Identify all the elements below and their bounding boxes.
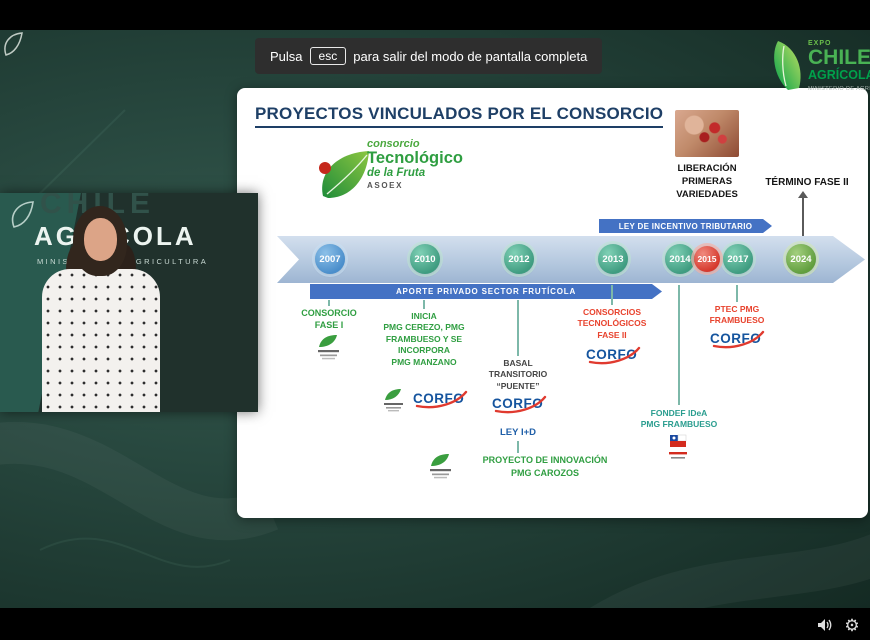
up-arrow-icon <box>798 191 808 198</box>
presentation-slide: PROYECTOS VINCULADOS POR EL CONSORCIO co… <box>237 88 868 518</box>
video-area: Pulsa esc para salir del modo de pantall… <box>0 30 870 608</box>
connector-line <box>517 441 519 453</box>
letterbox-top <box>0 0 870 30</box>
timeline-label-2007: CONSORCIO FASE I <box>301 308 357 331</box>
volume-button[interactable] <box>816 616 834 634</box>
esc-key-badge: esc <box>309 47 347 65</box>
fia-logo <box>430 454 451 479</box>
corfo-logo: CORFO <box>586 346 641 365</box>
liberacion-caption: LIBERACIÓN PRIMERAS VARIEDADES <box>676 163 738 200</box>
timeline-label-2012: BASAL TRANSITORIO “PUENTE” <box>488 358 548 391</box>
fia-logo <box>318 335 339 360</box>
ley-id-label: LEY I+D <box>500 427 536 438</box>
year-marker-2015: 2015 <box>694 246 720 272</box>
corfo-logo: CORFO <box>710 330 765 349</box>
year-marker-2007: 2007 <box>315 244 345 274</box>
connector-line <box>517 300 519 356</box>
toast-suffix: para salir del modo de pantalla completa <box>353 48 588 64</box>
year-marker-2010: 2010 <box>410 244 440 274</box>
fia-logo <box>384 389 403 412</box>
presenter-webcam: CHILE AGRÍCOLA MINISTERIO DE AGRICULTURA <box>0 193 258 412</box>
year-marker-2013: 2013 <box>598 244 628 274</box>
tecnologico-word: Tecnológico <box>367 149 463 167</box>
slide-title: PROYECTOS VINCULADOS POR EL CONSORCIO <box>255 104 664 128</box>
speaker-icon <box>818 619 832 631</box>
connector-line <box>678 285 680 405</box>
leaf-icon <box>319 151 369 198</box>
leaf-outline-icon <box>11 201 34 228</box>
expo-chile-agricola-logo: EXPO CHILE AGRÍCOLA MINISTERIO DE AGRICU… <box>768 30 870 134</box>
expo-leaf-icon <box>774 41 801 90</box>
year-marker-2024: 2024 <box>786 244 816 274</box>
year-marker-2017: 2017 <box>723 244 753 274</box>
expo-word: EXPO <box>808 40 832 47</box>
connector-line <box>736 285 738 302</box>
consorcio-tecnologico-logo: consorcio Tecnológico de la Fruta ASOEX <box>315 138 485 208</box>
asoex-word: ASOEX <box>367 181 404 191</box>
timeline-label-2017: PTEC PMG FRAMBUESO <box>709 304 765 326</box>
presenter-face <box>84 218 117 261</box>
toast-prefix: Pulsa <box>270 48 303 64</box>
gear-icon: ⚙ <box>844 615 860 635</box>
timeline-arrow-band <box>277 236 865 283</box>
termino-connector-line <box>802 197 804 237</box>
settings-button[interactable]: ⚙ <box>843 616 861 634</box>
year-marker-2012: 2012 <box>504 244 534 274</box>
termino-fase2-label: TÉRMINO FASE II <box>765 177 849 188</box>
berries-hands-photo <box>675 110 739 157</box>
delafruta-word: de la Fruta <box>367 167 426 180</box>
year-marker-2014: 2014 <box>665 244 695 274</box>
timeline-label-2013: CONSORCIOS TECNOLÓGICOS FASE II <box>577 307 647 340</box>
expo-agricola-word: AGRÍCOLA <box>808 68 870 82</box>
berry-icon <box>319 162 331 174</box>
fullscreen-esc-toast: Pulsa esc para salir del modo de pantall… <box>255 38 603 74</box>
proyecto-innovacion-row: PROYECTO DE INNOVACIÓN PMG CAROZOS <box>427 452 629 482</box>
chile-flag-logo <box>669 434 687 459</box>
expo-chile-word: CHILE <box>808 46 870 69</box>
consorcio-word: consorcio <box>367 138 420 150</box>
corner-leaf-icon <box>4 32 23 56</box>
corfo-logo: CORFO <box>492 395 547 414</box>
presenter-blouse <box>42 269 160 412</box>
corfo-logo: CORFO <box>413 390 468 409</box>
connector-line <box>611 285 613 305</box>
proyecto-innovacion-label: PROYECTO DE INNOVACIÓN PMG CAROZOS <box>482 455 608 478</box>
expo-ministerio-word: MINISTERIO DE AGRICULTURA <box>808 86 870 92</box>
aporte-privado-banner: APORTE PRIVADO SECTOR FRUTÍCOLA <box>310 284 662 299</box>
ley-incentivo-banner: LEY DE INCENTIVO TRIBUTARIO <box>599 219 772 233</box>
connector-line <box>423 300 425 309</box>
connector-line <box>328 300 330 306</box>
player-control-bar: ⚙ <box>0 608 870 640</box>
timeline-label-2010: INICIA PMG CEREZO, PMG FRAMBUESO Y SE IN… <box>383 311 465 367</box>
timeline-label-2014: FONDEF IDeA PMG FRAMBUESO <box>640 408 718 430</box>
